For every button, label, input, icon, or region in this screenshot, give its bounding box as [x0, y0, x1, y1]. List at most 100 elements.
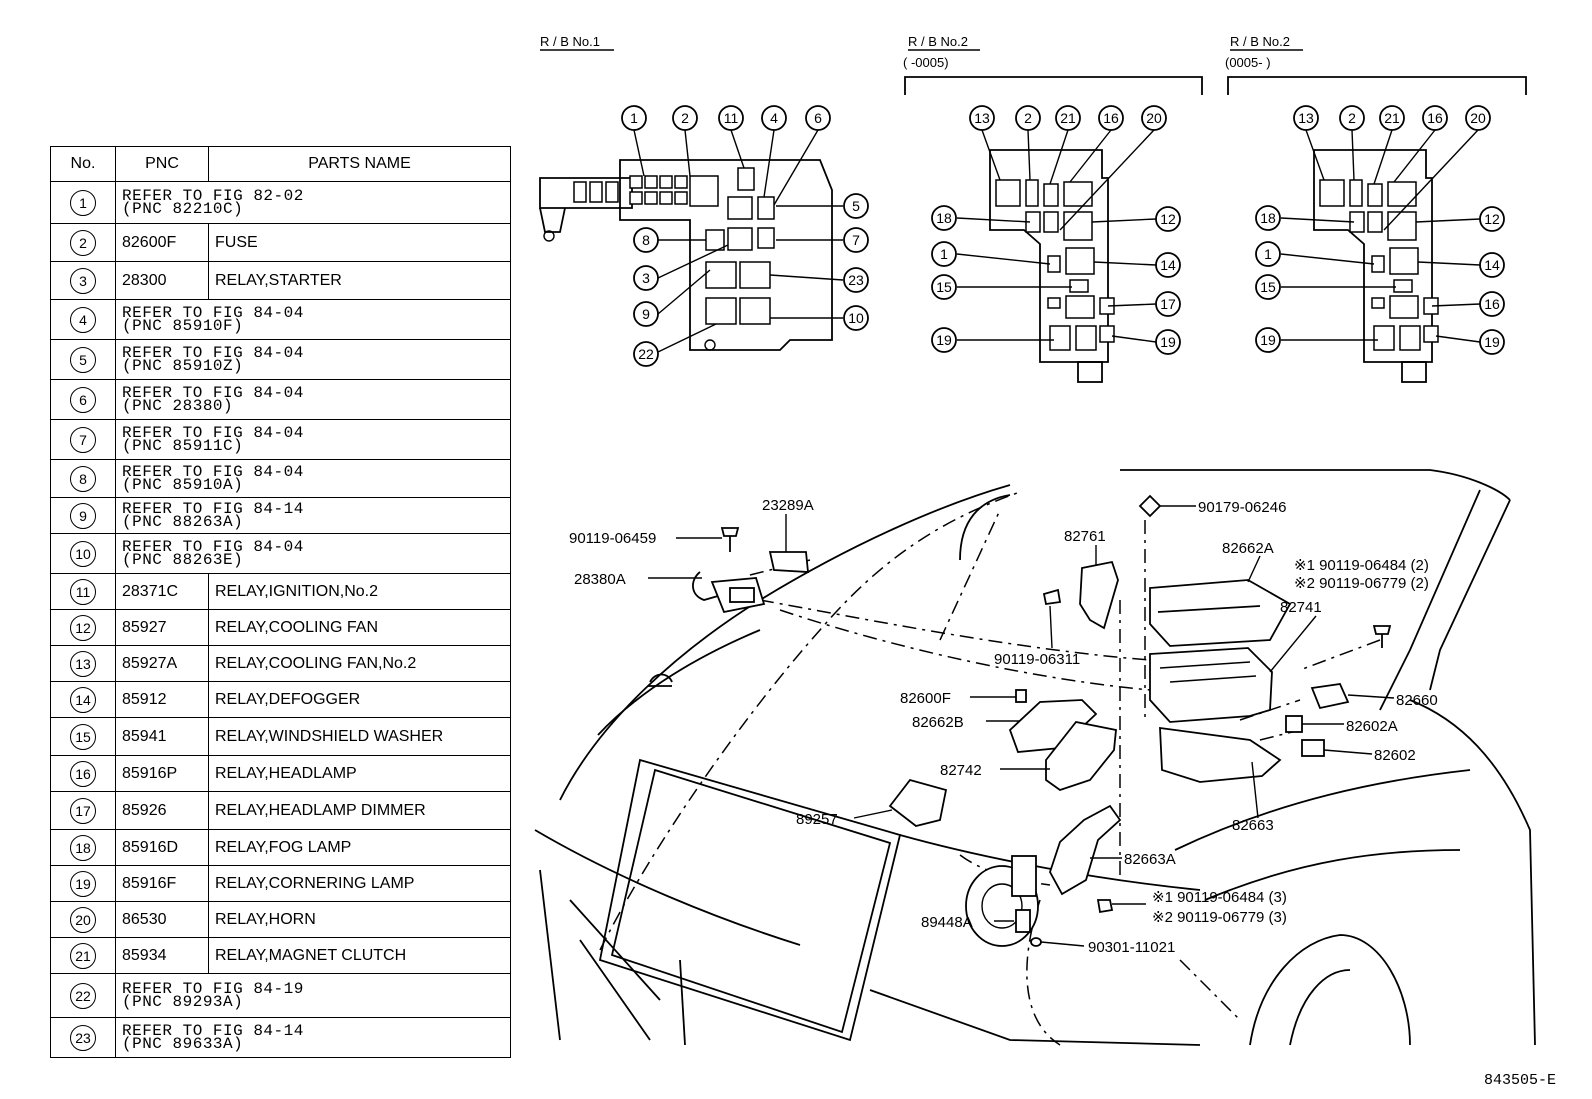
reference-pnc: (PNC 82210C): [122, 199, 244, 218]
row-pnc: 85916P: [115, 755, 209, 792]
row-parts-name: RELAY,HEADLAMP DIMMER: [208, 791, 511, 830]
row-reference: REFER TO FIG 84-04(PNC 85911C): [115, 419, 511, 460]
callout-number: 1: [940, 246, 948, 262]
label-90119-06459: 90119-06459: [569, 530, 656, 547]
row-number: 19: [50, 865, 116, 902]
header-pnc: PNC: [115, 146, 209, 182]
callout-number: 5: [852, 198, 860, 214]
row-number: 23: [50, 1017, 116, 1058]
callout: 1: [621, 105, 647, 131]
row-reference: REFER TO FIG 84-14(PNC 88263A): [115, 497, 511, 534]
callout-number: 11: [724, 110, 739, 126]
callout-number: 1: [630, 110, 638, 126]
row-number: 11: [50, 573, 116, 610]
reference-pnc: (PNC 85911C): [122, 436, 244, 455]
callout-number: 2: [1024, 110, 1032, 126]
row-number-circle: 5: [70, 346, 96, 373]
callout-circle: [633, 265, 659, 291]
note-2-2: ※2 90119-06779 (2): [1294, 575, 1429, 592]
callout-number: 15: [1260, 279, 1276, 295]
callout: 15: [931, 274, 957, 300]
callout-circle: [1465, 105, 1491, 131]
callout-circle: [931, 205, 957, 231]
row-number-circle: 8: [70, 465, 96, 492]
row-number-circle: 18: [70, 834, 96, 861]
callout-number: 19: [1484, 334, 1500, 350]
label-82742: 82742: [940, 762, 982, 779]
callout: 5: [843, 193, 869, 219]
callout-number: 21: [1384, 110, 1400, 126]
callout: 20: [1465, 105, 1491, 131]
row-number: 10: [50, 533, 116, 574]
callout: 19: [931, 327, 957, 353]
row-pnc: 28371C: [115, 573, 209, 610]
note-1-2: ※1 90119-06484 (2): [1294, 557, 1429, 574]
callout: 7: [843, 227, 869, 253]
callout-number: 9: [642, 306, 650, 322]
row-pnc: 82600F: [115, 223, 209, 262]
callout: 22: [633, 341, 659, 367]
callout-circle: [931, 327, 957, 353]
label-82602A: 82602A: [1346, 718, 1398, 735]
callout-circle: [805, 105, 831, 131]
callout-circle: [1479, 252, 1505, 278]
callout: 2: [1015, 105, 1041, 131]
reference-pnc: (PNC 88263A): [122, 512, 244, 531]
callout-circle: [1293, 105, 1319, 131]
callout: 13: [969, 105, 995, 131]
row-parts-name: RELAY,IGNITION,No.2: [208, 573, 511, 610]
callout-number: 16: [1103, 110, 1119, 126]
callout: 13: [1293, 105, 1319, 131]
callout-number: 19: [936, 332, 952, 348]
row-reference: REFER TO FIG 84-04(PNC 28380): [115, 379, 511, 420]
callout: 21: [1055, 105, 1081, 131]
callout: 10: [843, 305, 869, 331]
callout: 15: [1255, 274, 1281, 300]
row-pnc: 85916F: [115, 865, 209, 902]
row-pnc: 85941: [115, 717, 209, 756]
callout-circle: [1155, 206, 1181, 232]
reference-pnc: (PNC 28380): [122, 396, 234, 415]
callout-circle: [1255, 274, 1281, 300]
callout-number: 2: [681, 110, 689, 126]
rb2a-title: R / B No.2: [908, 34, 968, 49]
callout-number: 15: [936, 279, 952, 295]
reference-pnc: (PNC 89633A): [122, 1034, 244, 1053]
label-82663: 82663: [1232, 817, 1274, 834]
row-parts-name: RELAY,COOLING FAN,No.2: [208, 645, 511, 682]
callout-circle: [1422, 105, 1448, 131]
label-90179-06246: 90179-06246: [1198, 499, 1286, 516]
callout: 12: [1155, 206, 1181, 232]
reference-fig: REFER TO FIG 84-04: [122, 537, 304, 556]
callout: 19: [1479, 329, 1505, 355]
callout: 20: [1141, 105, 1167, 131]
reference-fig: REFER TO FIG 84-19: [122, 979, 304, 998]
row-number: 13: [50, 645, 116, 682]
rb2b-range: (0005- ): [1225, 55, 1271, 70]
callout-number: 20: [1146, 110, 1162, 126]
callout: 16: [1098, 105, 1124, 131]
row-number-circle: 22: [70, 982, 96, 1009]
rb2b-diagram: R / B No.2 (0005- ): [1225, 34, 1527, 383]
callout-number: 6: [814, 110, 822, 126]
rb2b-title: R / B No.2: [1230, 34, 1290, 49]
row-number-circle: 1: [70, 189, 96, 216]
callout: 21: [1379, 105, 1405, 131]
rb1-title: R / B No.1: [540, 34, 600, 49]
reference-fig: REFER TO FIG 84-14: [122, 1021, 304, 1040]
callout-circle: [761, 105, 787, 131]
callout-number: 7: [852, 232, 860, 248]
label-82602: 82602: [1374, 747, 1416, 764]
row-number-circle: 10: [70, 540, 96, 567]
row-parts-name: FUSE: [208, 223, 511, 262]
callout: 19: [1155, 329, 1181, 355]
